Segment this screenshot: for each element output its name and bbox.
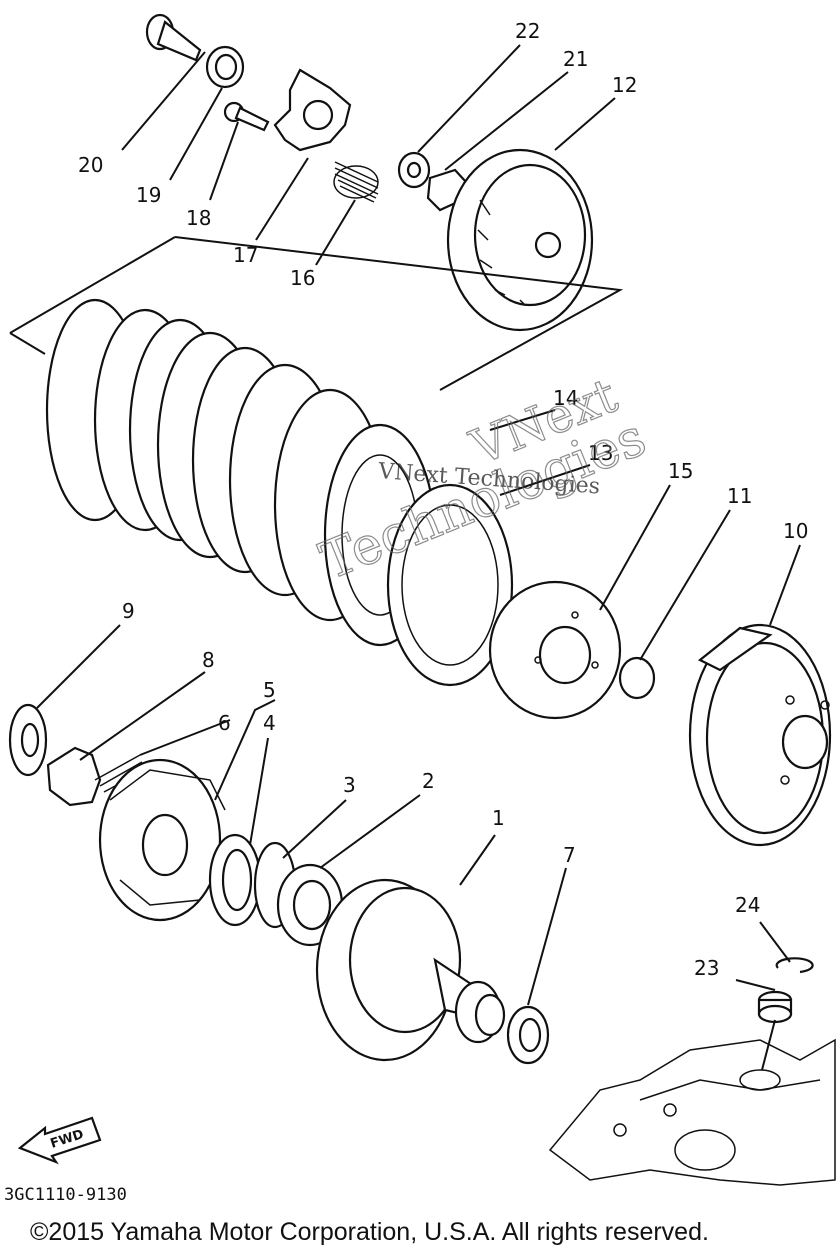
callout-6: 6 (218, 711, 231, 735)
fwd-arrow-icon: FWD (17, 1116, 102, 1165)
callout-13: 13 (588, 441, 613, 465)
part-5-clutch-shoe-assembly (98, 758, 226, 922)
part-10-clutch-housing (688, 623, 832, 847)
diagram-code: 3GC1110-9130 (4, 1185, 127, 1205)
callout-4: 4 (263, 711, 276, 735)
part-18-screw (223, 101, 270, 132)
copyright-text: ©2015 Yamaha Motor Corporation, U.S.A. A… (30, 1218, 709, 1246)
callout-8: 8 (202, 648, 215, 672)
callout-9: 9 (122, 599, 135, 623)
part-4-washer (208, 833, 262, 927)
callout-18: 18 (186, 206, 211, 230)
part-24-circlip (775, 957, 814, 974)
part-13-friction-plate (386, 483, 514, 687)
callout-labels: 1 2 3 4 5 6 7 8 9 10 11 12 13 14 15 16 1… (78, 19, 808, 980)
part-20-bolt (145, 13, 202, 62)
callout-2: 2 (422, 769, 435, 793)
callout-11: 11 (727, 484, 752, 508)
part-11-washer (618, 656, 656, 700)
callout-5: 5 (263, 678, 276, 702)
crankcase-section (548, 1038, 836, 1186)
part-15-plate (488, 580, 622, 720)
part-17-plate (273, 68, 352, 152)
callout-17: 17 (233, 243, 258, 267)
part-12-pressure-plate (446, 148, 594, 332)
callout-16: 16 (290, 266, 315, 290)
callout-12: 12 (612, 73, 637, 97)
callout-15: 15 (668, 459, 693, 483)
callout-23: 23 (694, 956, 719, 980)
callout-21: 21 (563, 47, 588, 71)
part-19-bearing (205, 45, 245, 89)
callout-20: 20 (78, 153, 103, 177)
callout-14: 14 (553, 386, 578, 410)
callout-7: 7 (563, 843, 576, 867)
callout-1: 1 (492, 806, 505, 830)
part-7-washer (506, 1005, 550, 1065)
part-8-plate (46, 746, 102, 807)
leader-lines (36, 44, 801, 1071)
callout-24: 24 (735, 893, 760, 917)
callout-22: 22 (515, 19, 540, 43)
part-16-spring (333, 161, 379, 203)
callout-19: 19 (136, 183, 161, 207)
part-9-washer (8, 703, 48, 777)
part-22-nut (397, 151, 431, 189)
part-23-cap (757, 990, 793, 1024)
clutch-plate-stack (45, 298, 437, 647)
callout-3: 3 (343, 773, 356, 797)
part-1-primary-drive (315, 878, 506, 1062)
callout-10: 10 (783, 519, 808, 543)
